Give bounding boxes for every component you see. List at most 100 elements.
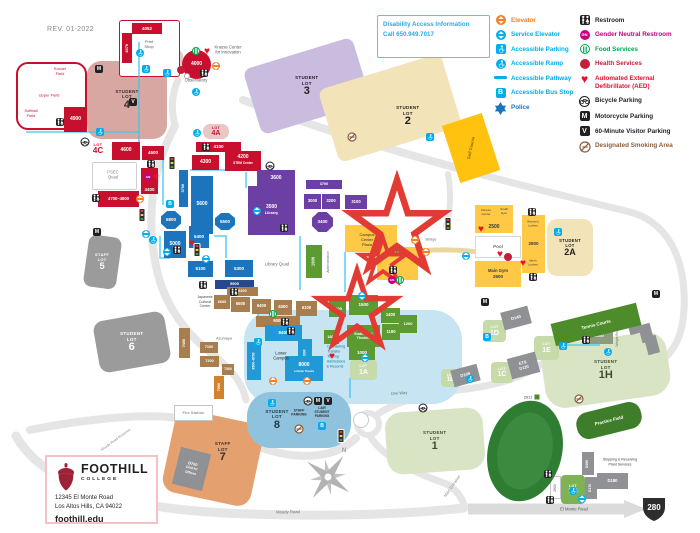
health-services-icon (578, 58, 591, 69)
building-3600: 3600 (257, 170, 295, 187)
map-label: N (341, 448, 347, 455)
restroom-icon (287, 327, 295, 335)
elevator-icon (212, 62, 220, 70)
service-elevator-icon (462, 252, 470, 260)
building-4600: 4600 (112, 142, 140, 160)
disability-info-box: Disability Access Information Call 650.9… (377, 15, 490, 58)
accessible-pathway-icon (494, 73, 507, 80)
traffic-signal-icon (337, 429, 345, 443)
observatory-dome (184, 73, 190, 79)
building-1200: 1200 (399, 315, 417, 333)
bicycle-parking-icon (80, 137, 90, 147)
building-3400: 3400 (312, 212, 333, 232)
legend-item-accessible-pathway-icon: Accessible Pathway (494, 73, 573, 83)
building-6500: 6500 (231, 297, 250, 312)
aed-icon: ♥ (329, 351, 335, 362)
accessible-ramp-icon (136, 49, 144, 57)
building-d140: D140 (500, 305, 532, 331)
building-2920: 2920 (550, 476, 561, 499)
food-services-icon (269, 310, 277, 318)
accessible-parking-icon (554, 228, 562, 236)
building-d170: D170 (585, 477, 597, 499)
aed-icon: ♥ (497, 249, 503, 260)
foothill-acorn-icon (57, 463, 75, 491)
building-5300: 5300 (225, 260, 253, 277)
building-4300: 4300 (192, 155, 219, 170)
building-8500-8700: 8500–8700 (247, 342, 261, 380)
map-label: Observatory (184, 77, 208, 83)
website-url: foothill.edu (55, 514, 104, 524)
restroom-icon (173, 246, 181, 254)
building-4900: 4900 (64, 107, 87, 132)
compass-rose-icon (306, 455, 350, 499)
accessible-parking-icon (426, 133, 434, 141)
traffic-signal-icon (168, 156, 176, 170)
map-label: Library Quad (264, 261, 290, 267)
smoking-area-icon (294, 424, 304, 434)
building-6400: 6400 (252, 299, 271, 314)
building-d180: D180 (597, 473, 628, 489)
aed-icon: ♥ (520, 258, 526, 269)
legend-item-smoking-area-icon: Designated Smoking Area (578, 140, 673, 153)
service-elevator-icon (253, 207, 261, 215)
building-3200: 3200 (322, 194, 340, 209)
restroom-icon (147, 160, 155, 168)
building-1400: 1400 (381, 308, 400, 323)
accessible-parking-icon (494, 44, 507, 55)
building-1600: 1600 (329, 301, 346, 317)
building-5500: 5500 (215, 213, 235, 230)
restroom-icon (281, 318, 289, 326)
gender-neutral-restroom-icon: GN (578, 29, 591, 40)
building-5700: 5700 (179, 170, 188, 207)
accessible-ramp-icon (466, 375, 474, 383)
restroom-icon (200, 69, 208, 77)
restroom-icon (199, 281, 207, 289)
health-services-icon (504, 253, 512, 261)
visitor-parking-icon: V (129, 98, 137, 106)
highway-280-shield: 280 (639, 495, 669, 523)
accessible-parking-icon (96, 128, 104, 136)
restroom-icon (582, 336, 590, 344)
logo-college: COLLEGE (81, 476, 119, 482)
service-elevator-icon (494, 29, 507, 40)
building-6100: 6100 (296, 301, 317, 316)
address-line2: Los Altos Hills, CA 94022 (55, 504, 123, 510)
accessible-ramp-icon (193, 129, 201, 137)
elevator-icon (303, 377, 311, 385)
building-4700-4800: 4700–4800 (98, 191, 139, 207)
motorcycle-parking-icon: M (95, 65, 103, 73)
accessible-ramp-icon (604, 348, 612, 356)
traffic-signal-icon (138, 208, 146, 222)
food-services-icon (578, 44, 591, 55)
building-3000: 3000 (304, 194, 321, 209)
building-7300: 7300 (222, 364, 234, 375)
map-label: Weight Room (614, 327, 619, 347)
map-label: Counseling (327, 344, 345, 349)
building-6300: 6300 (274, 300, 292, 315)
elevator-icon (269, 377, 277, 385)
map-label: Bridge (425, 237, 437, 242)
building-1100: 1100 (382, 324, 400, 340)
building-4100: 4100 (196, 142, 241, 152)
